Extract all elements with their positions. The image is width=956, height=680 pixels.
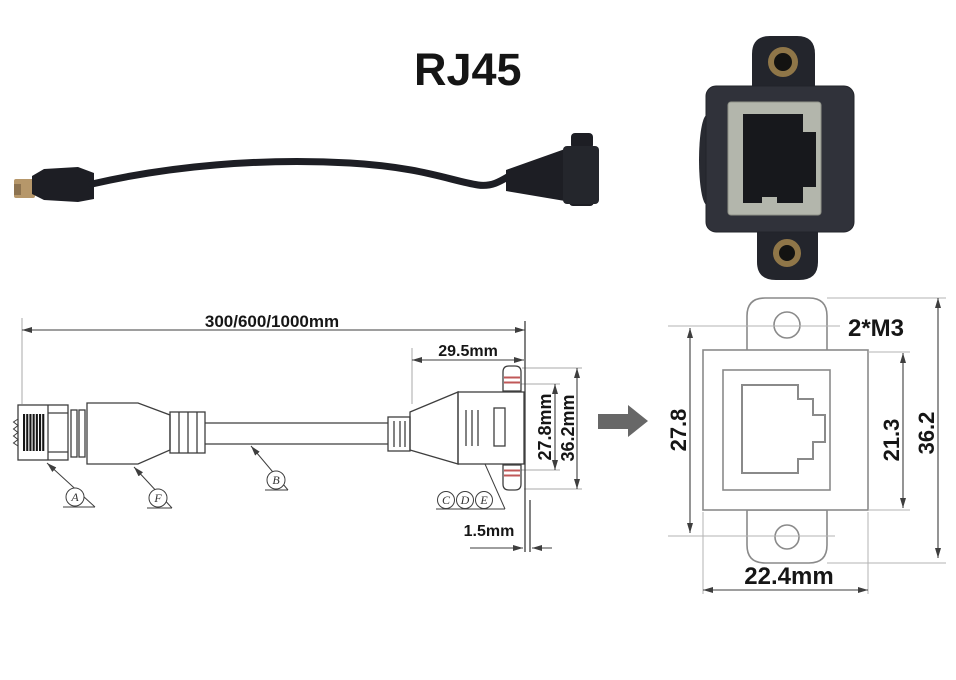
side-view-drawing: 300/600/1000mm 29.5mm 27.8mm 36.2mm 1.5m… (12, 312, 582, 552)
plug-collar-ring-2 (78, 409, 86, 458)
panel-mount-end-photo (506, 133, 599, 206)
plug-latch-zigzag (12, 418, 19, 447)
callout-circle-f (148, 488, 168, 508)
callout-circle-e (475, 491, 493, 509)
dimension-lines-side (22, 327, 580, 551)
callout-letter-d: D (460, 493, 470, 507)
plug-boot-photo (32, 167, 94, 202)
cable-assembly-outline (12, 321, 531, 552)
callout-letter-c: C (442, 493, 451, 507)
label-overall-height-front: 36.2 (914, 412, 939, 455)
transition-arrow (598, 405, 648, 437)
page-title: RJ45 (414, 44, 522, 95)
callout-letter-a: A (70, 490, 79, 504)
callout-circle-c (437, 491, 455, 509)
right-arrow-icon (598, 405, 648, 437)
front-view-drawing: 2*M3 27.8 21.3 36.2 22.4mm (666, 297, 946, 594)
top-screw-outline (502, 365, 522, 392)
plug-strain-boot (86, 402, 171, 465)
callout-circle-b (266, 470, 286, 490)
top-screw-hole-photo (768, 47, 798, 77)
callout-letter-f: F (153, 491, 162, 505)
female-body-outline (457, 391, 525, 465)
callout-circles (65, 470, 493, 509)
cable-curve-photo (88, 158, 515, 189)
jack-opening-photo (743, 114, 816, 203)
callout-circle-a (65, 487, 85, 507)
label-hole-spacing-front: 27.8 (666, 409, 691, 452)
label-body-width: 22.4mm (744, 563, 833, 590)
body-slot (493, 407, 506, 447)
jack-contact-notch (762, 197, 777, 203)
jack-profile-outline (741, 384, 826, 474)
female-boot-photo (506, 149, 565, 201)
bottom-screw-outline (502, 464, 522, 491)
callout-circle-d (456, 491, 474, 509)
label-overall-height-side: 36.2mm (558, 394, 578, 461)
callout-letter-b: B (272, 473, 280, 487)
bottom-screw-hole-photo (773, 239, 801, 267)
label-screw-spec: 2*M3 (848, 315, 904, 342)
plug-tip-shadow (14, 184, 21, 195)
plug-collar-ring-1 (70, 409, 78, 458)
front-connector-outline (702, 297, 869, 564)
bottom-hole-outline (774, 524, 800, 550)
photo-connector-front (699, 36, 855, 280)
plug-pins (23, 414, 45, 451)
label-body-height: 21.3 (879, 419, 904, 462)
rj45-male-plug-photo (14, 167, 94, 202)
photo-cable (14, 133, 599, 206)
label-total-length: 300/600/1000mm (205, 312, 339, 331)
label-connector-length: 29.5mm (438, 343, 498, 360)
label-flange-thickness: 1.5mm (464, 523, 515, 540)
label-hole-spacing-side: 27.8mm (535, 393, 555, 460)
top-hole-outline (773, 311, 801, 339)
screw-red-stripes (504, 376, 520, 477)
top-tab-photo (571, 133, 593, 149)
female-body-photo (563, 146, 599, 204)
callout-letter-e: E (479, 493, 488, 507)
female-relief (387, 416, 411, 452)
dimension-lines-front (687, 298, 941, 593)
extension-lines-front (668, 297, 946, 594)
female-boot-outline (409, 391, 459, 465)
